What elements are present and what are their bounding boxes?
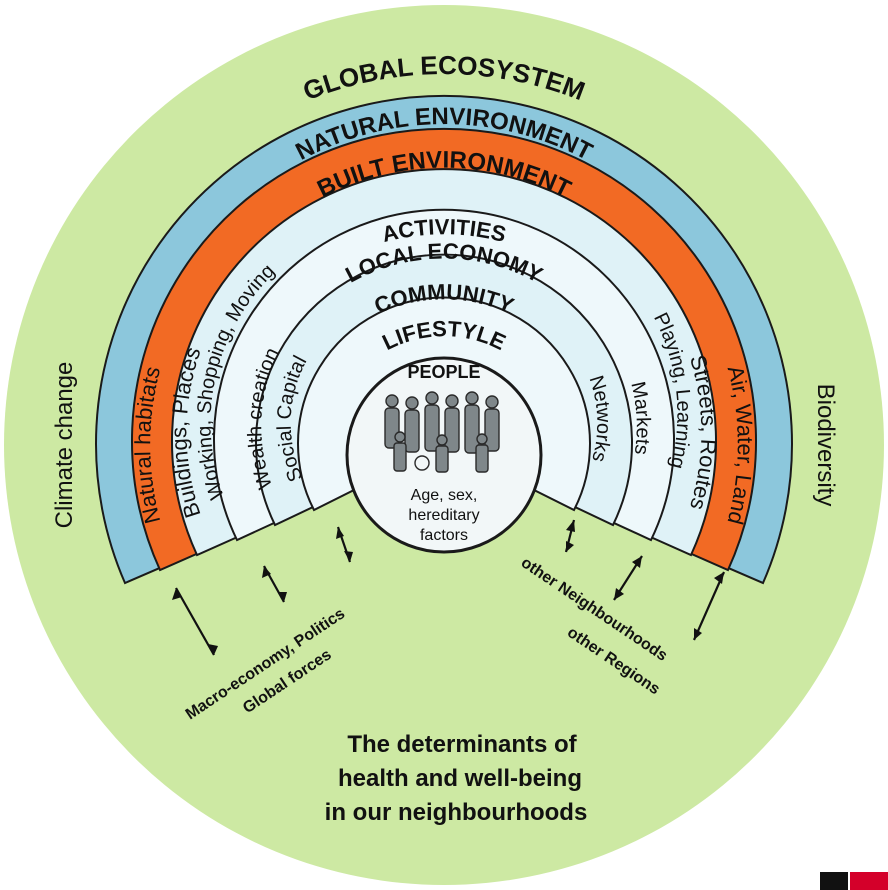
core-line-3: factors	[420, 527, 468, 544]
people-figures-icon	[384, 391, 500, 473]
title-line-1: The determinants of	[347, 731, 577, 758]
arrowhead	[566, 541, 574, 552]
arrow-left-1	[175, 587, 215, 656]
arrowhead	[632, 556, 642, 568]
arrow-heads	[172, 520, 724, 655]
arrowhead	[714, 572, 724, 584]
climate-change-label: Climate change	[51, 362, 78, 529]
core-line-1: Age, sex,	[411, 487, 478, 504]
arrowhead	[694, 628, 702, 640]
arrowhead	[344, 551, 353, 562]
core-line-2: hereditary	[408, 507, 479, 524]
title-line-2: health and well-being	[338, 765, 582, 792]
arrowhead	[278, 592, 287, 602]
arrowhead	[566, 520, 575, 532]
arrowhead	[208, 644, 218, 655]
arrowhead	[614, 588, 624, 600]
arrow-right-3	[692, 571, 726, 641]
arrowhead	[262, 566, 271, 578]
arrowhead	[336, 527, 344, 539]
arrowhead	[172, 588, 182, 600]
title-line-3: in our neighbourhoods	[325, 799, 588, 826]
corner-logo	[820, 872, 888, 890]
people-title: PEOPLE	[407, 362, 480, 382]
biodiversity-label: Biodiversity	[812, 384, 839, 507]
